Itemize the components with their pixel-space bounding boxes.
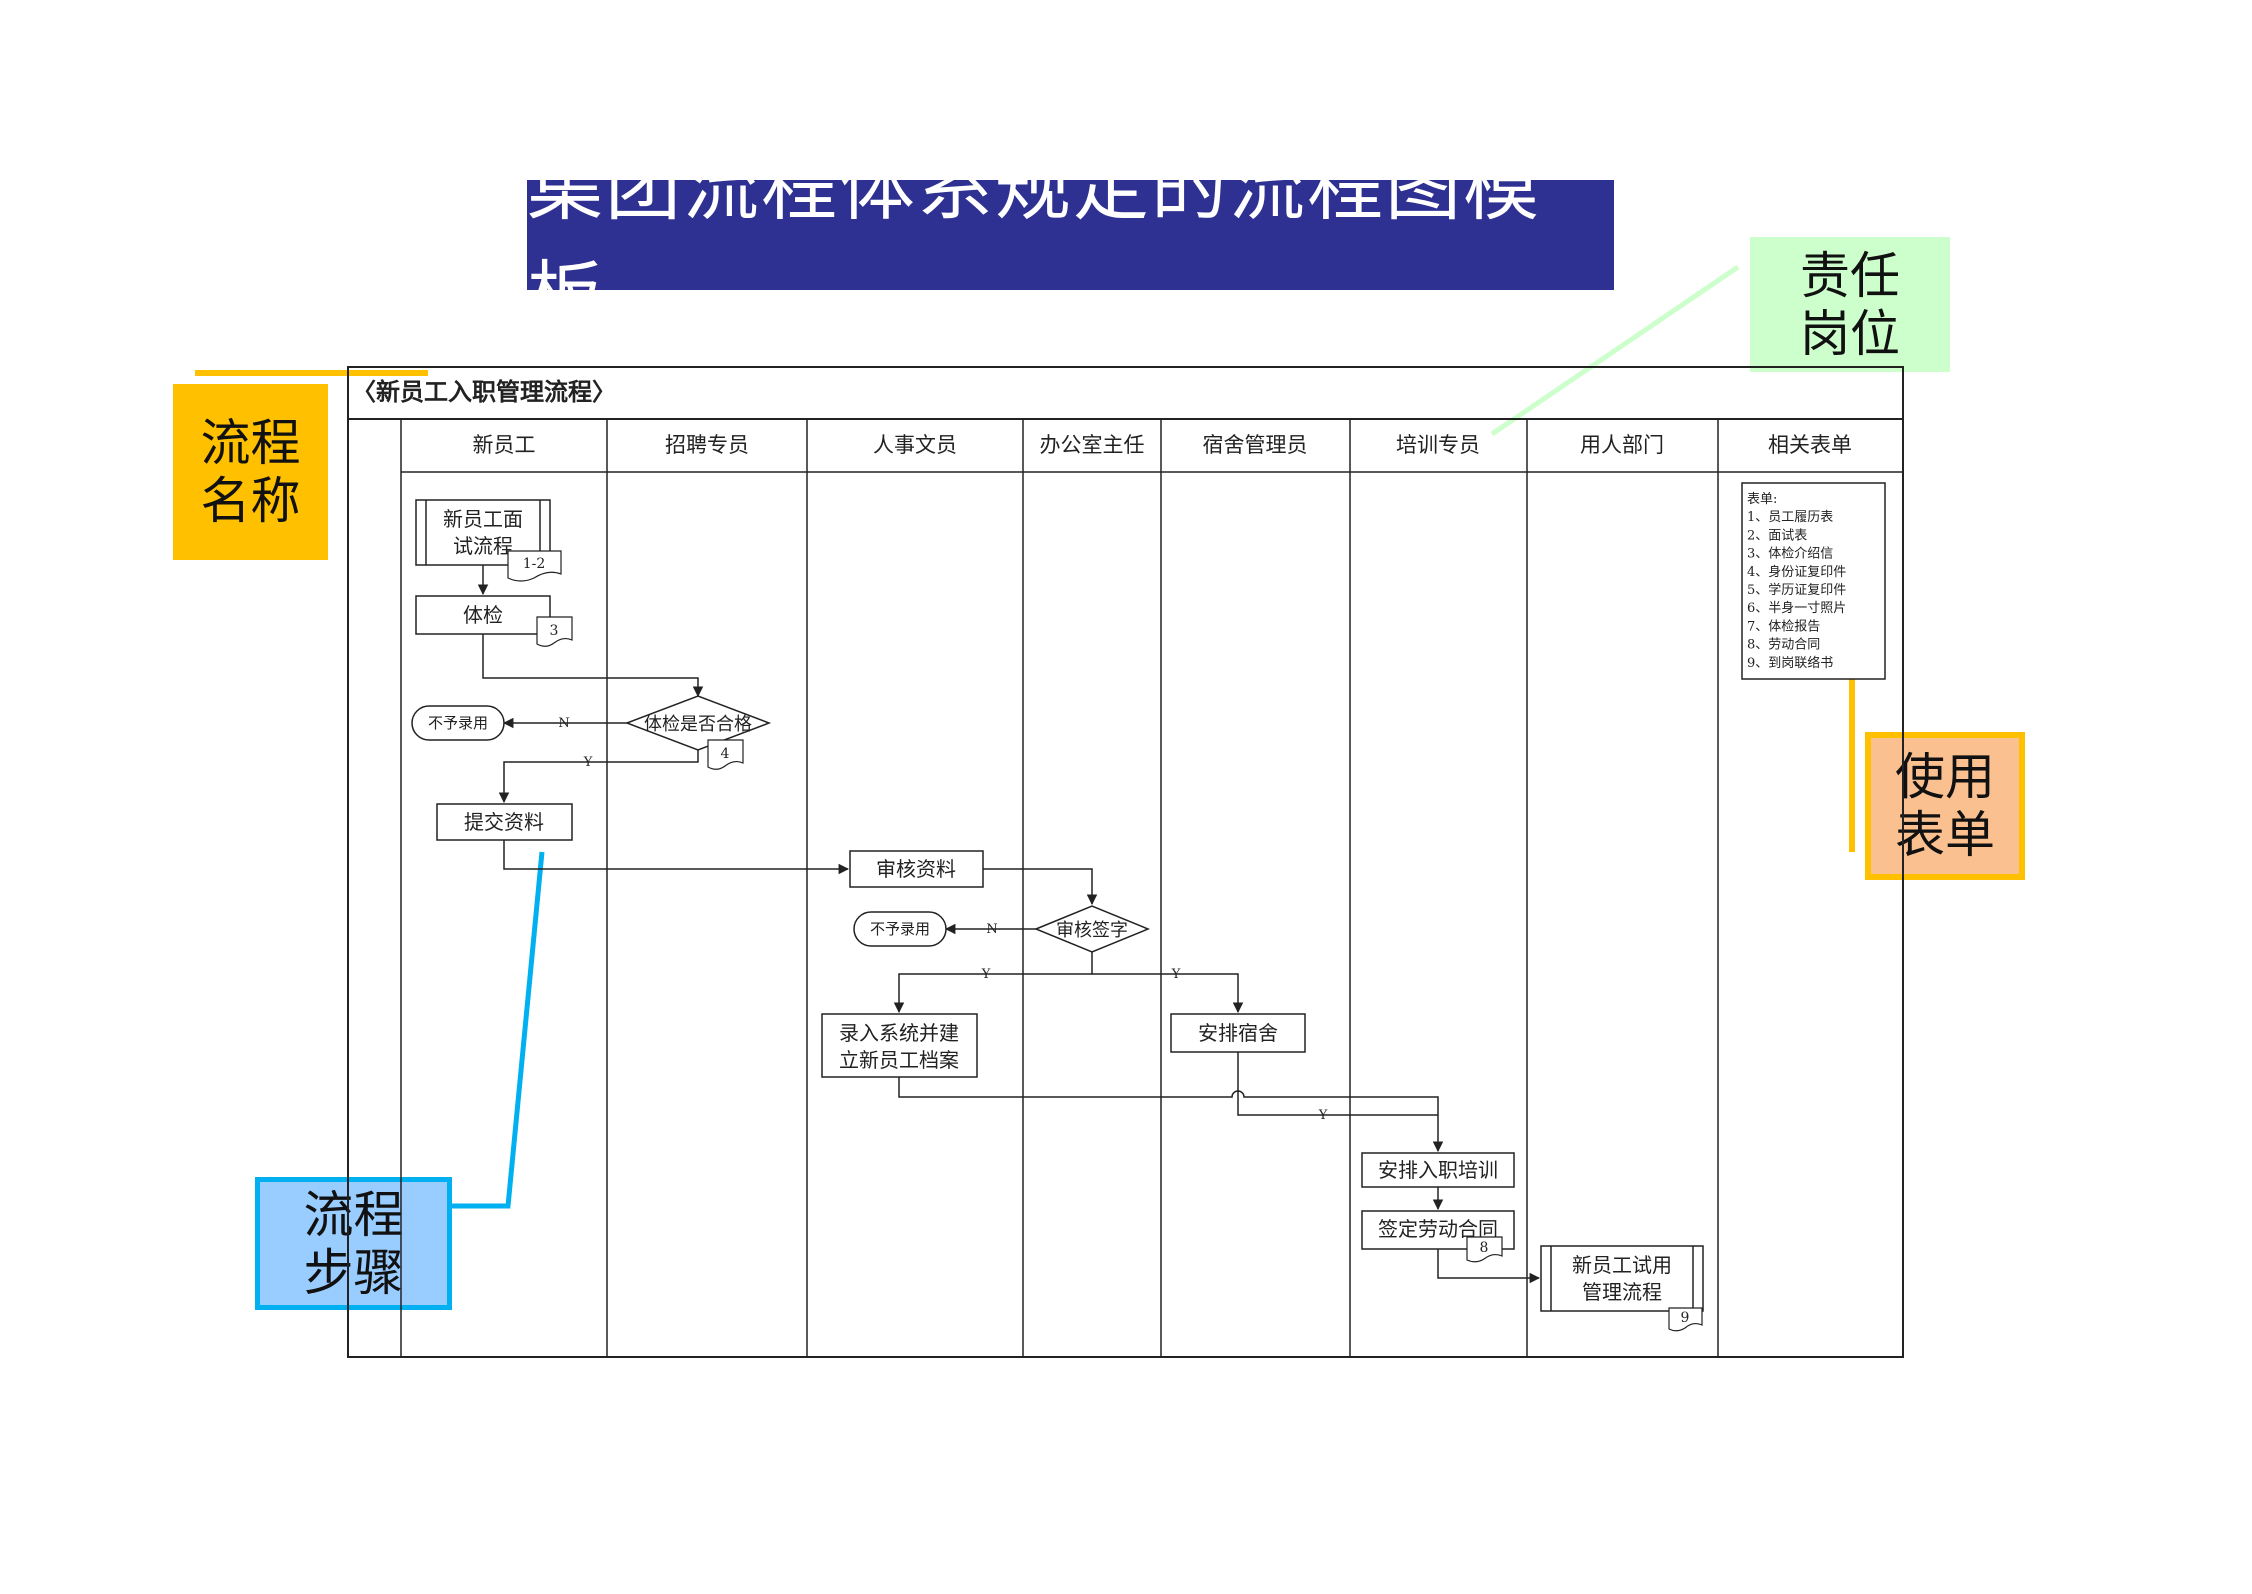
doc-ref-interview-label: 1-2 <box>523 556 546 572</box>
lane-header-office-director: 办公室主任 <box>1040 433 1145 457</box>
forms-list-item: 4、身份证复印件 <box>1747 564 1846 580</box>
lane-header-hr-clerk: 人事文员 <box>873 433 957 457</box>
edge-label-yes-1: Y <box>583 755 593 770</box>
step-enter-system-line1: 录入系统并建 <box>839 1021 959 1045</box>
step-probation-line1: 新员工试用 <box>1572 1253 1672 1277</box>
decision-review-sign: 审核签字 <box>1034 905 1150 953</box>
terminal-reject-1: 不予录用 <box>411 705 505 741</box>
process-steps-leader <box>452 851 545 1209</box>
step-medical-exam: 体检 <box>415 595 551 635</box>
forms-list-box: 表单: 1、员工履历表 2、面试表 3、体检介绍信 4、身份证复印件 5、学历证复印件 6、… <box>1741 482 1886 680</box>
terminal-reject-2-label: 不予录用 <box>870 920 930 938</box>
forms-list-item: 8、劳动合同 <box>1747 637 1820 653</box>
step-review-docs: 审核资料 <box>849 850 984 888</box>
callout-usage-forms: 使用 表单 <box>1865 732 2025 880</box>
step-arrange-training-label: 安排入职培训 <box>1378 1158 1498 1182</box>
step-arrange-dorm-label: 安排宿舍 <box>1198 1021 1278 1045</box>
lane-header-dorm-manager: 宿舍管理员 <box>1203 433 1308 457</box>
step-arrange-dorm: 安排宿舍 <box>1170 1013 1306 1053</box>
forms-list-item: 表单: <box>1747 492 1777 507</box>
flowchart-frame <box>347 366 1904 1358</box>
lane-header-new-employee: 新员工 <box>473 433 536 457</box>
step-enter-system: 录入系统并建 立新员工档案 <box>821 1013 978 1078</box>
step-review-docs-label: 审核资料 <box>876 857 956 881</box>
edge-review-to-sign <box>983 868 1098 906</box>
step-submit-docs: 提交资料 <box>436 803 573 841</box>
edge-label-no-2: N <box>986 922 997 937</box>
forms-list-item: 5、学历证复印件 <box>1747 582 1846 598</box>
decision-exam-ok: 体检是否合格 <box>624 695 772 751</box>
step-probation: 新员工试用 管理流程 <box>1540 1245 1704 1312</box>
step-enter-system-line2: 立新员工档案 <box>839 1048 959 1072</box>
step-interview-line2: 试流程 <box>453 534 513 558</box>
forms-list-item: 1、员工履历表 <box>1747 510 1833 525</box>
terminal-reject-2: 不予录用 <box>853 911 947 947</box>
edge-label-no-1: N <box>558 716 569 731</box>
callout-process-steps-label: 流程 步骤 <box>303 1185 404 1302</box>
doc-ref-interview: 1-2 <box>507 550 562 582</box>
edge-label-yes-2: Y <box>981 967 991 982</box>
forms-list-items: 表单: 1、员工履历表 2、面试表 3、体检介绍信 4、身份证复印件 5、学历证复印件 6、… <box>1747 492 1846 671</box>
lane-header-trainer: 培训专员 <box>1396 433 1480 457</box>
forms-list-item: 3、体检介绍信 <box>1747 547 1833 562</box>
callout-process-name-label: 流程 名称 <box>200 414 301 530</box>
connectors <box>477 565 1541 1284</box>
lane-header-recruiter: 招聘专员 <box>665 433 749 457</box>
step-interview-line1: 新员工面 <box>443 507 523 531</box>
edge-system-to-training <box>898 1077 1444 1153</box>
edge-submit-to-review <box>503 840 850 875</box>
lane-header-related-forms: 相关表单 <box>1768 433 1852 457</box>
edge-label-yes-3: Y <box>1171 967 1181 982</box>
edge-dorm-to-training <box>1237 1052 1438 1116</box>
step-probation-line2: 管理流程 <box>1582 1280 1662 1304</box>
terminal-reject-1-label: 不予录用 <box>428 714 488 732</box>
edge-label-yes-4: Y <box>1318 1108 1328 1123</box>
edge-contract-to-probation <box>1437 1249 1541 1284</box>
doc-ref-exam-ok: 4 <box>707 739 744 770</box>
forms-list-item: 7、体检报告 <box>1747 619 1820 634</box>
edge-sign-yes-left <box>893 952 1093 1014</box>
step-medical-exam-label: 体检 <box>463 603 503 627</box>
step-interview: 新员工面 试流程 <box>415 499 551 566</box>
step-submit-docs-label: 提交资料 <box>464 810 544 834</box>
callout-responsible-post: 责任 岗位 <box>1750 237 1950 372</box>
forms-list-item: 6、半身一寸照片 <box>1747 600 1846 616</box>
edge-check-yes <box>498 750 699 804</box>
doc-ref-medical-exam: 3 <box>536 616 573 647</box>
doc-ref-medical-exam-label: 3 <box>550 623 559 639</box>
decision-exam-ok-label: 体检是否合格 <box>644 714 752 735</box>
callout-process-name: 流程 名称 <box>173 384 328 560</box>
lane-header-hiring-dept: 用人部门 <box>1580 433 1664 457</box>
decision-review-sign-label: 审核签字 <box>1056 920 1128 941</box>
edge-exam-to-check <box>482 634 704 698</box>
responsible-post-leader <box>1490 264 1740 437</box>
callout-responsible-post-label: 责任 岗位 <box>1800 246 1900 363</box>
step-arrange-training: 安排入职培训 <box>1361 1152 1515 1188</box>
doc-ref-probation-label: 9 <box>1681 1310 1690 1326</box>
doc-ref-sign-contract-label: 8 <box>1480 1240 1489 1256</box>
callout-process-steps: 流程 步骤 <box>255 1177 452 1310</box>
edge-sign-yes-right <box>1092 973 1244 1014</box>
forms-list-item: 2、面试表 <box>1747 528 1807 543</box>
doc-ref-exam-ok-label: 4 <box>721 746 730 762</box>
callout-usage-forms-label: 使用 表单 <box>1895 748 1995 864</box>
flowchart-name: 〈新员工入职管理流程〉 <box>352 377 616 406</box>
doc-ref-probation: 9 <box>1668 1307 1703 1332</box>
forms-list-item: 9、到岗联络书 <box>1747 655 1833 671</box>
doc-ref-sign-contract: 8 <box>1466 1236 1503 1263</box>
